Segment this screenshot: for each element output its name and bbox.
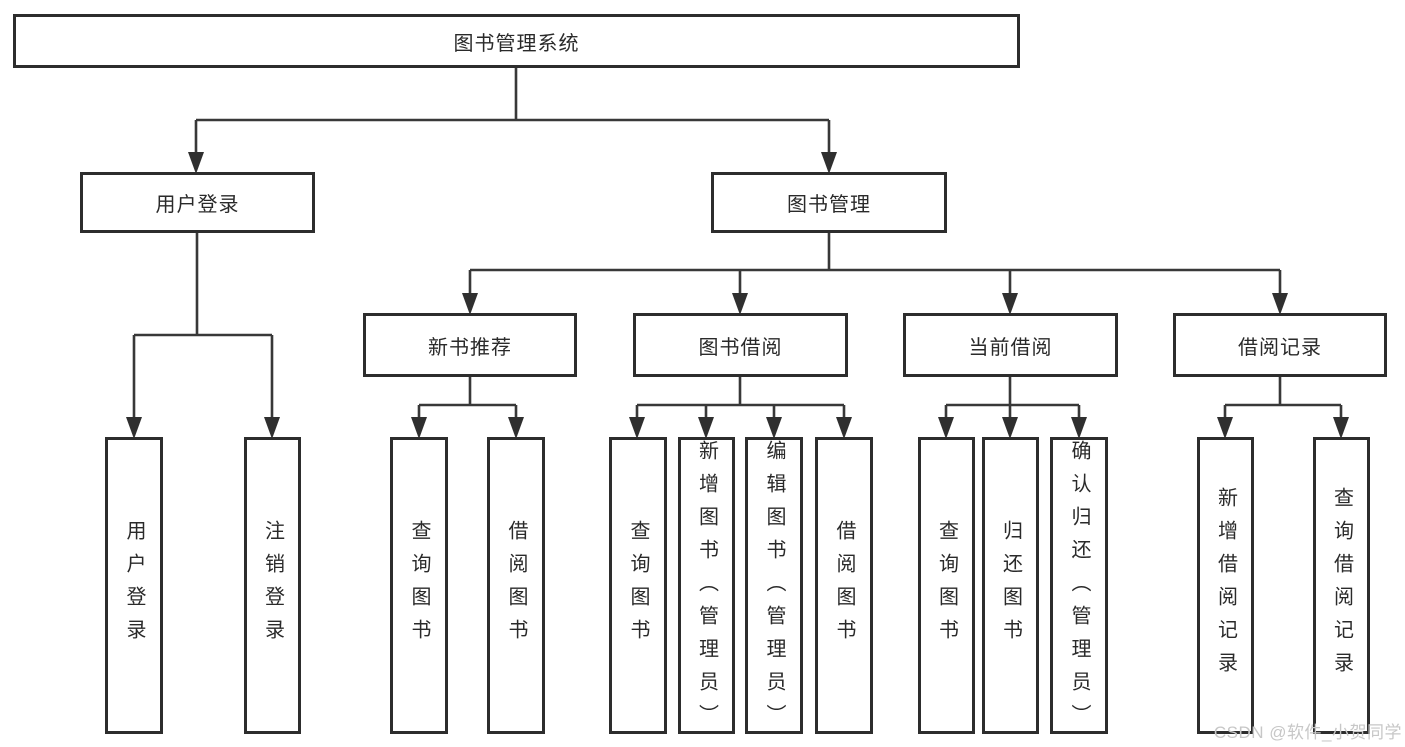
arrowhead (836, 417, 852, 439)
arrowhead (1333, 417, 1349, 439)
node-label: 注销登录 (261, 519, 284, 652)
node-label: 查询图书 (408, 519, 430, 652)
csdn-watermark: CSDN @软件_小贺同学 (1213, 723, 1402, 742)
arrowhead (629, 417, 645, 439)
node-label: 查询借阅记录 (1330, 486, 1353, 685)
arrowhead (1217, 417, 1233, 439)
node-library-system: 图书管理系统 (13, 14, 1020, 68)
arrowhead (1071, 417, 1087, 439)
connector-borrow-record-group (1223, 377, 1343, 421)
leaf-add-book-admin: 新增图书（管理员） (678, 437, 735, 737)
node-label: 新书推荐 (428, 336, 512, 359)
arrowhead (1002, 417, 1018, 439)
node-label: 图书管理 (787, 194, 871, 216)
node-book-management: 图书管理 (711, 172, 947, 233)
leaf-query-books-recommend: 查询图书 (390, 437, 448, 734)
node-label: 归还图书 (999, 519, 1022, 652)
leaf-query-books-current: 查询图书 (918, 437, 975, 734)
arrowhead (411, 417, 427, 439)
node-label: 用户登录 (155, 194, 240, 216)
arrowhead (508, 417, 524, 439)
arrowhead (188, 152, 204, 174)
connector-new-book-group (417, 377, 518, 421)
leaf-edit-book-admin: 编辑图书（管理员） (745, 437, 803, 737)
node-label: 借阅图书 (505, 519, 527, 652)
leaf-borrow-books-recommend: 借阅图书 (487, 437, 545, 734)
arrowhead (1002, 293, 1018, 315)
node-label: 编辑图书（管理员） (763, 440, 785, 737)
connector-root (194, 68, 831, 156)
arrowhead (938, 417, 954, 439)
arrowhead (732, 293, 748, 315)
leaf-query-books-borrow: 查询图书 (609, 437, 667, 734)
node-current-borrow: 当前借阅 (903, 313, 1118, 377)
leaf-logout: 注销登录 (244, 437, 301, 734)
node-label: 当前借阅 (968, 336, 1053, 359)
connector-book-management-group (468, 233, 1282, 297)
connector-book-borrow-group (635, 377, 846, 421)
node-label: 图书管理系统 (453, 32, 580, 55)
node-label: 图书借阅 (698, 336, 783, 359)
connector-current-borrow-group (944, 377, 1081, 421)
connector-user-login-group (132, 233, 274, 421)
leaf-return-book: 归还图书 (982, 437, 1039, 734)
node-label: 用户登录 (123, 519, 145, 652)
arrowhead (821, 152, 837, 174)
arrowhead (698, 417, 714, 439)
arrowhead (462, 293, 478, 315)
leaf-user-login: 用户登录 (105, 437, 163, 734)
leaf-borrow-books: 借阅图书 (815, 437, 873, 734)
arrowhead (1272, 293, 1288, 315)
arrowhead (126, 417, 142, 439)
node-label: 查询图书 (935, 519, 958, 652)
node-label: 借阅记录 (1238, 336, 1322, 359)
leaf-confirm-return-admin: 确认归还（管理员） (1050, 437, 1108, 737)
node-new-book-recommend: 新书推荐 (363, 313, 577, 377)
node-label: 新增图书（管理员） (695, 440, 718, 737)
node-borrow-records: 借阅记录 (1173, 313, 1387, 377)
node-book-borrow: 图书借阅 (633, 313, 848, 377)
arrowhead (766, 417, 782, 439)
leaf-add-borrow-record: 新增借阅记录 (1197, 437, 1254, 734)
node-user-login: 用户登录 (80, 172, 315, 233)
node-label: 新增借阅记录 (1214, 486, 1237, 685)
leaf-query-borrow-record: 查询借阅记录 (1313, 437, 1370, 734)
node-label: 查询图书 (627, 519, 649, 652)
arrowhead (264, 417, 280, 439)
node-label: 确认归还（管理员） (1068, 440, 1090, 737)
node-label: 借阅图书 (833, 519, 855, 652)
